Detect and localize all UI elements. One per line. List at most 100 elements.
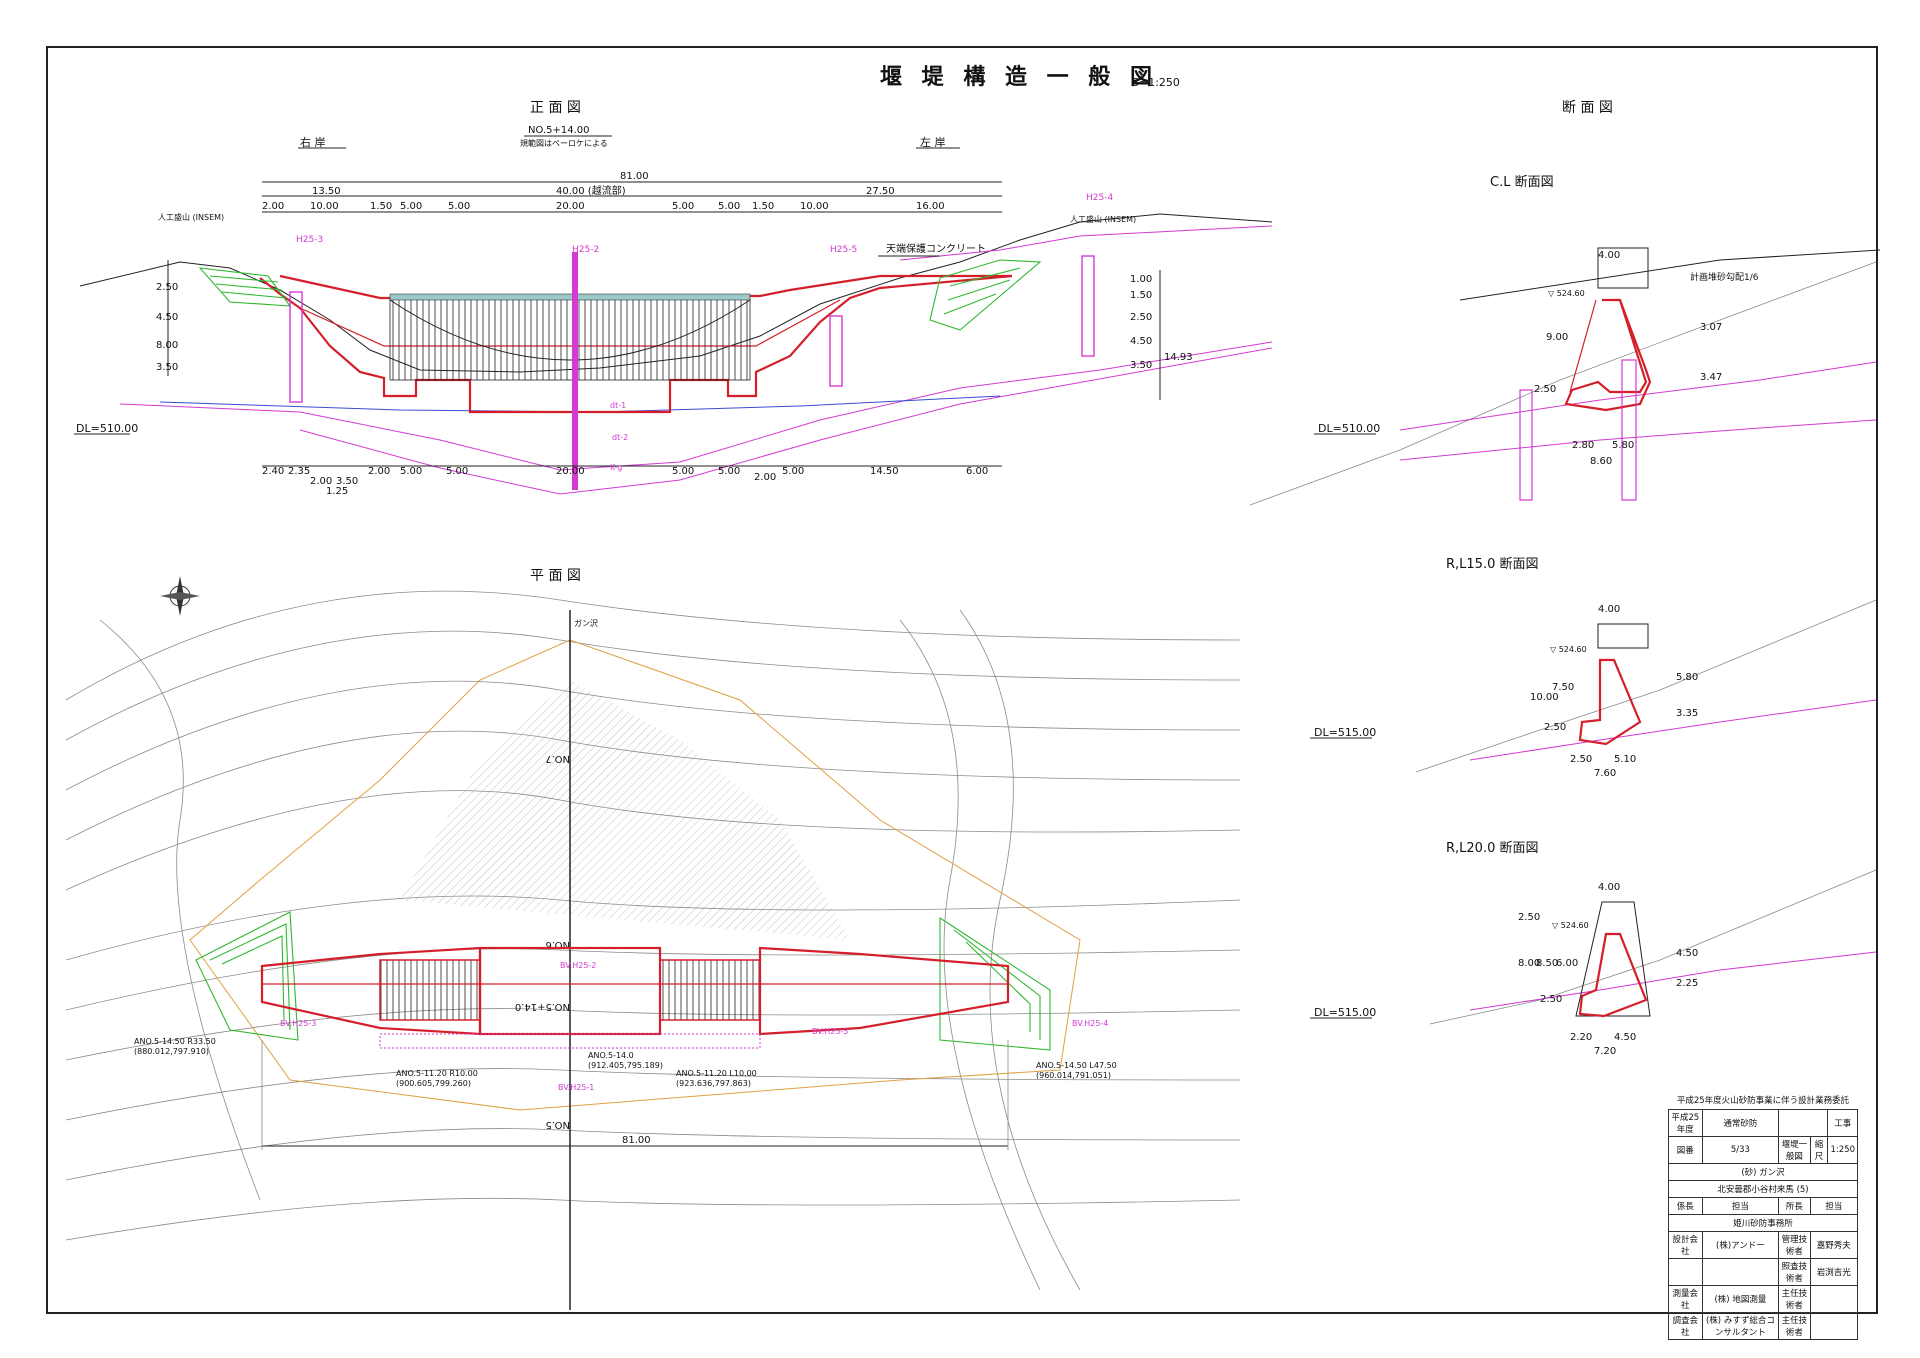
svg-text:5.10: 5.10: [1614, 754, 1636, 765]
svg-text:(960.014,791.051): (960.014,791.051): [1036, 1071, 1111, 1080]
spillway-curve: [389, 299, 751, 361]
svg-text:K-g: K-g: [610, 463, 622, 472]
section-rl15-datum: DL=515.00: [1314, 726, 1376, 739]
svg-text:5.00: 5.00: [718, 466, 740, 477]
svg-text:3.07: 3.07: [1700, 322, 1722, 333]
svg-text:2.00: 2.00: [368, 466, 390, 477]
svg-text:H25-3: H25-3: [296, 235, 323, 245]
svg-text:5.00: 5.00: [718, 201, 740, 212]
front-view-station: NO.5+14.00: [528, 125, 590, 136]
stratum-dt1: [119, 341, 1273, 471]
svg-text:6.00: 6.00: [966, 466, 988, 477]
svg-text:dt-2: dt-2: [612, 433, 628, 442]
insem-left-label: 人工盛山 (INSEM): [158, 212, 224, 222]
svg-text:ANO.5-11.20 L10.00: ANO.5-11.20 L10.00: [676, 1069, 757, 1078]
svg-text:計画堆砂勾配1/6: 計画堆砂勾配1/6: [1690, 271, 1759, 283]
svg-text:7.50: 7.50: [1552, 682, 1574, 693]
svg-text:(900.605,799.260): (900.605,799.260): [396, 1079, 471, 1088]
svg-text:▽ 524.60: ▽ 524.60: [1552, 921, 1589, 930]
svg-text:ANO.5-14.50 R33.50: ANO.5-14.50 R33.50: [134, 1037, 216, 1046]
contour-lines: [65, 590, 1241, 1291]
plan-insem-left: [195, 911, 299, 1041]
svg-text:ANO.5-14.0: ANO.5-14.0: [588, 1051, 634, 1060]
svg-text:2.50: 2.50: [1570, 754, 1592, 765]
svg-text:1.25: 1.25: [326, 486, 348, 497]
svg-text:1.00: 1.00: [1130, 274, 1152, 285]
svg-text:▽ 524.60: ▽ 524.60: [1548, 289, 1585, 298]
svg-text:2.80: 2.80: [1572, 440, 1594, 451]
svg-text:1.50: 1.50: [370, 201, 392, 212]
north-arrow-icon: [160, 576, 200, 616]
station-no5: NO.5: [546, 1119, 571, 1130]
sediment-area: [400, 680, 850, 940]
survey-points: ANO.5-14.50 R33.50 (880.012,797.910) ANO…: [134, 1037, 1117, 1088]
svg-text:2.25: 2.25: [1676, 978, 1698, 989]
svg-text:1.50: 1.50: [1130, 290, 1152, 301]
svg-text:2.20: 2.20: [1570, 1032, 1592, 1043]
svg-text:ANO.5-14.50 L47.50: ANO.5-14.50 L47.50: [1036, 1061, 1117, 1070]
svg-text:BV.H25-4: BV.H25-4: [1072, 1019, 1108, 1028]
left-heights: 2.50 4.50 8.00 3.50: [156, 260, 178, 376]
svg-text:3.50: 3.50: [156, 362, 178, 373]
svg-text:2.50: 2.50: [1544, 722, 1566, 733]
drawing-title: 堰 堤 構 造 一 般 図: [880, 64, 1158, 90]
section-rl20: R,L20.0 断面図 4.00 ▽ 524.60 2.50 8.00 8.50…: [1310, 841, 1877, 1057]
svg-text:6.00: 6.00: [1556, 958, 1578, 969]
bottom-dimensions: 2.40 2.35 2.00 3.50 1.25 2.00 5.00 5.00 …: [262, 466, 988, 497]
svg-text:dt-1: dt-1: [610, 401, 626, 410]
borehole-h25-2: [572, 252, 578, 490]
svg-text:5.00: 5.00: [400, 466, 422, 477]
svg-text:8.00: 8.00: [156, 340, 178, 351]
station-no6: NO.6: [546, 939, 571, 950]
svg-text:4.00: 4.00: [1598, 882, 1620, 893]
svg-text:9.00: 9.00: [1546, 332, 1568, 343]
svg-text:2.50: 2.50: [1534, 384, 1556, 395]
svg-text:8.50: 8.50: [1536, 958, 1558, 969]
svg-text:10.00: 10.00: [1530, 692, 1559, 703]
section-rl15: R,L15.0 断面図 4.00 ▽ 524.60 10.00 7.50 2.5…: [1310, 557, 1877, 779]
front-datum: DL=510.00: [76, 422, 138, 435]
svg-text:5.00: 5.00: [672, 201, 694, 212]
svg-text:2.00: 2.00: [310, 476, 332, 487]
svg-text:8.60: 8.60: [1590, 456, 1612, 467]
svg-text:2.50: 2.50: [1518, 912, 1540, 923]
svg-text:ANO.5-11.20 R10.00: ANO.5-11.20 R10.00: [396, 1069, 478, 1078]
svg-text:2.50: 2.50: [1540, 994, 1562, 1005]
section-rl20-datum: DL=515.00: [1314, 1006, 1376, 1019]
svg-text:3.50: 3.50: [1130, 360, 1152, 371]
insem-fill-left: [198, 267, 292, 307]
svg-text:7.20: 7.20: [1594, 1046, 1616, 1057]
svg-text:BV.H25-1: BV.H25-1: [558, 1083, 594, 1092]
borehole-h25-4: [1081, 255, 1095, 357]
top-dimensions: 2.00 13.50 10.00 1.50 5.00 5.00 40.00 (越…: [262, 184, 945, 212]
svg-text:(880.012,797.910): (880.012,797.910): [134, 1047, 209, 1056]
svg-text:H25-5: H25-5: [830, 245, 857, 255]
svg-text:2.40: 2.40: [262, 466, 284, 477]
svg-text:5.00: 5.00: [400, 201, 422, 212]
dam-outline: [259, 274, 1013, 414]
svg-text:H25-4: H25-4: [1086, 193, 1113, 203]
section-cl: C.L 断面図 4.00 ▽ 524.60 計画堆砂勾配1/6 9.00 2.5…: [1249, 175, 1881, 506]
total-width-dim: 81.00: [620, 171, 649, 182]
svg-text:BV.H25-2: BV.H25-2: [560, 961, 596, 970]
right-heights: 1.00 1.50 2.50 4.50 3.50 14.93: [1130, 270, 1193, 400]
front-view-note: 規範図はペーロケによる: [520, 138, 608, 148]
svg-text:14.50: 14.50: [870, 466, 899, 477]
svg-text:10.00: 10.00: [310, 201, 339, 212]
svg-text:4.50: 4.50: [1614, 1032, 1636, 1043]
plan-width-dim: 81.00: [622, 1135, 651, 1146]
section-rl15-title: R,L15.0 断面図: [1446, 557, 1539, 572]
left-bank-label: 左 岸: [920, 136, 946, 149]
drawing-frame: [46, 46, 1878, 1314]
svg-text:2.35: 2.35: [288, 466, 310, 477]
svg-text:8.00: 8.00: [1518, 958, 1540, 969]
svg-text:▽ 524.60: ▽ 524.60: [1550, 645, 1587, 654]
svg-text:5.00: 5.00: [448, 201, 470, 212]
svg-text:1.50: 1.50: [752, 201, 774, 212]
svg-text:5.80: 5.80: [1676, 672, 1698, 683]
svg-text:2.00: 2.00: [754, 472, 776, 483]
svg-text:BV.H25-3: BV.H25-3: [280, 1019, 316, 1028]
svg-text:4.00: 4.00: [1598, 250, 1620, 261]
svg-text:2.50: 2.50: [1130, 312, 1152, 323]
plan-dam-body: [260, 946, 1010, 1049]
